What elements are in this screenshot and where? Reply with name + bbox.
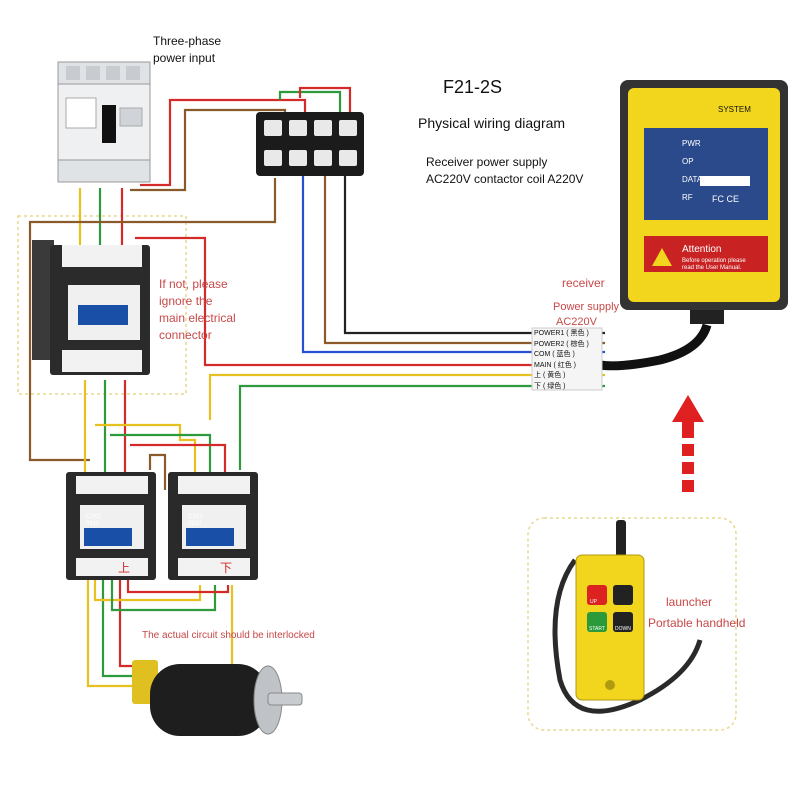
circuit-breaker [57, 61, 151, 183]
motor [132, 660, 303, 736]
terminal-com: COM ( 蓝色 ) [534, 349, 575, 358]
power-input-label-2: power input [153, 51, 216, 65]
wire-blue-com [301, 170, 605, 354]
contactor-down [168, 472, 258, 580]
remote-button-up [587, 585, 607, 605]
wire-red-breaker-terminal [140, 98, 307, 187]
wire-red-main [135, 236, 605, 367]
cert-marks: FC CE [712, 194, 739, 204]
supply-note-1: Receiver power supply [426, 155, 548, 169]
wire-brown-power2 [323, 170, 605, 345]
up-arrow [672, 395, 704, 492]
interlock-note: The actual circuit should be interlocked [142, 630, 315, 641]
terminal-down: 下 ( 绿色 ) [534, 381, 566, 390]
wire-green-loop [110, 580, 217, 612]
wire-red-bottom [118, 580, 135, 668]
attention-title: Attention [682, 244, 721, 255]
terminal-up: 上 ( 黄色 ) [534, 370, 566, 379]
optional-note-2: ignore the [159, 294, 213, 308]
power-input-label-1: Three-phase [153, 34, 222, 48]
wire-green-down [238, 384, 605, 470]
contactor-up-mark: 上 [118, 561, 130, 575]
contactor-down-mark: 下 [220, 561, 232, 575]
receiver-power-label-2: AC220V [556, 316, 597, 328]
wire-black-power1 [343, 170, 605, 335]
remote-label-start: START [589, 626, 605, 632]
wire-terminal-labels: POWER1 ( 黑色 ) POWER2 ( 棕色 ) COM ( 蓝色 ) M… [531, 327, 603, 391]
contactor-up-rating: 0910 [86, 521, 100, 527]
attention-text-2: read the User Manual. [682, 265, 742, 271]
contactor-labels: CJX2 0910 上 CJX2 0910 下 [86, 514, 232, 575]
indicator-op: OP [682, 157, 694, 166]
remote-button-start [587, 612, 607, 632]
receiver-unit [599, 80, 788, 371]
indicator-pwr: PWR [682, 139, 701, 148]
terminal-main: MAIN ( 红色 ) [534, 360, 576, 369]
terminal-power1: POWER1 ( 黑色 ) [534, 328, 589, 337]
diagram-subtitle: Physical wiring diagram [418, 115, 566, 131]
attention-text-1: Before operation please [682, 258, 746, 264]
wire-yellow-cross [95, 423, 197, 490]
receiver-power-label-1: Power supply [553, 301, 620, 313]
wire-green-top-terminal [278, 90, 342, 112]
wire-yellow-bottom [86, 580, 135, 688]
wire-yellow-up [208, 373, 605, 408]
wires [28, 86, 605, 697]
wire-red-loop [126, 580, 230, 594]
wire-green-cross [110, 433, 212, 490]
indicator-rf: RF [682, 193, 693, 202]
contactor-down-model: CJX2 [188, 514, 203, 520]
main-contactor-frame [17, 215, 187, 395]
receiver-label: receiver [562, 276, 605, 290]
contactor-down-rating: 0910 [188, 521, 202, 527]
remote-button-down [613, 612, 633, 632]
launcher-frame [527, 517, 737, 731]
wire-green-bottom [101, 580, 135, 678]
receiver-panel-text: SYSTEM PWR OP DATA RF FC CE Attention Be… [682, 105, 751, 271]
optional-note-1: If not, please [159, 277, 228, 291]
diagram-title: F21-2S [443, 77, 503, 97]
wire-brown-terminal-left [28, 178, 277, 462]
wire-red-top-terminal [298, 86, 352, 112]
remote-buttons: UP START DOWN [587, 585, 633, 632]
main-contactor [32, 240, 150, 375]
receiver-system-label: SYSTEM [718, 105, 751, 114]
remote-label-down: DOWN [615, 626, 631, 632]
terminal-power2: POWER2 ( 棕色 ) [534, 339, 589, 348]
remote-button-stop [613, 585, 633, 605]
indicator-data: DATA [682, 175, 703, 184]
launcher-label: launcher [666, 595, 713, 609]
wire-yellow-loop [93, 580, 202, 602]
optional-note-4: connector [159, 328, 212, 342]
terminal-block [256, 112, 364, 176]
handheld-label: Portable handheld [648, 616, 746, 630]
remote-label-up: UP [590, 599, 598, 605]
wire-brown-coil [148, 453, 167, 490]
contactor-up [66, 472, 156, 580]
optional-note-3: main electrical [159, 311, 236, 325]
supply-note-2: AC220V contactor coil A220V [426, 172, 584, 186]
contactor-up-model: CJX2 [86, 514, 101, 520]
